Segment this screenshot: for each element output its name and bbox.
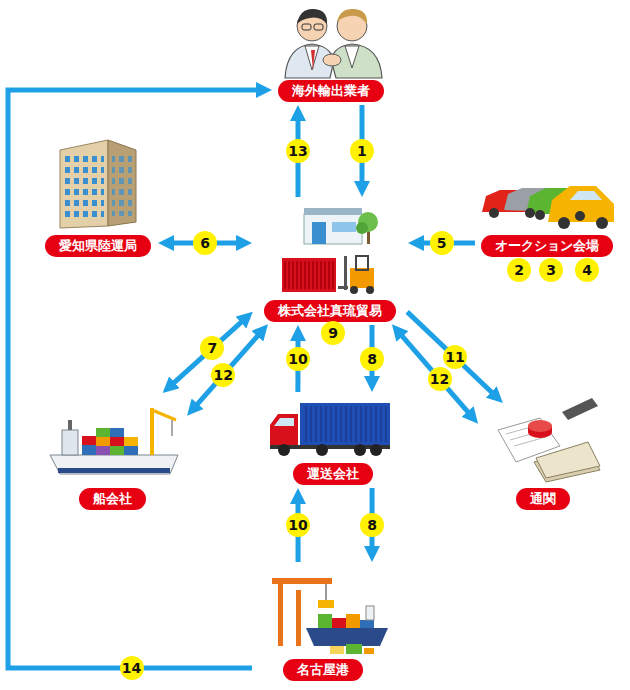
flow-node: オークション会場 <box>478 172 616 257</box>
callout-number: 8 <box>360 513 384 537</box>
callout-number: 3 <box>539 258 563 282</box>
callout-number: 5 <box>430 231 454 255</box>
flow-node: 運送会社 <box>265 395 400 485</box>
flow-node: 愛知県陸運局 <box>40 135 155 257</box>
callout-number: 13 <box>286 139 310 163</box>
company-illustration <box>282 208 378 294</box>
node-label: 運送会社 <box>293 463 373 485</box>
callout-number: 9 <box>321 321 345 345</box>
callout-number: 6 <box>193 231 217 255</box>
port-illustration <box>272 578 388 654</box>
flow-node: 株式会社真琉貿易 <box>255 200 405 322</box>
flow-arrow <box>8 90 258 668</box>
building-illustration <box>60 140 136 228</box>
customs-illustration <box>498 398 600 482</box>
flow-node: 海外輸出業者 <box>275 0 387 102</box>
node-label: 愛知県陸運局 <box>45 235 151 257</box>
flow-arrow <box>401 335 469 413</box>
callout-number: 14 <box>120 656 144 680</box>
flow-node: 名古屋港 <box>255 565 390 681</box>
flow-node: 通関 <box>480 405 605 510</box>
flow-arrow <box>196 335 258 406</box>
cars-illustration <box>482 186 614 229</box>
callout-number: 2 <box>507 258 531 282</box>
callout-number: 4 <box>575 258 599 282</box>
callout-number: 12 <box>428 367 452 391</box>
flow-arrow <box>407 312 493 393</box>
callout-number: 12 <box>211 363 235 387</box>
people-illustration <box>285 9 382 78</box>
callout-number: 8 <box>360 347 384 371</box>
flow-node: 船会社 <box>40 395 185 510</box>
node-label: 通関 <box>516 488 570 510</box>
callout-number: 1 <box>350 139 374 163</box>
truck-illustration <box>270 403 390 456</box>
node-label: 名古屋港 <box>283 659 363 681</box>
ship-illustration <box>50 408 178 474</box>
node-label: オークション会場 <box>481 235 613 257</box>
callout-number: 10 <box>286 347 310 371</box>
node-label: 海外輸出業者 <box>278 80 384 102</box>
callout-number: 7 <box>200 336 224 360</box>
node-label: 株式会社真琉貿易 <box>264 300 396 322</box>
callout-number: 10 <box>286 513 310 537</box>
node-label: 船会社 <box>79 488 146 510</box>
